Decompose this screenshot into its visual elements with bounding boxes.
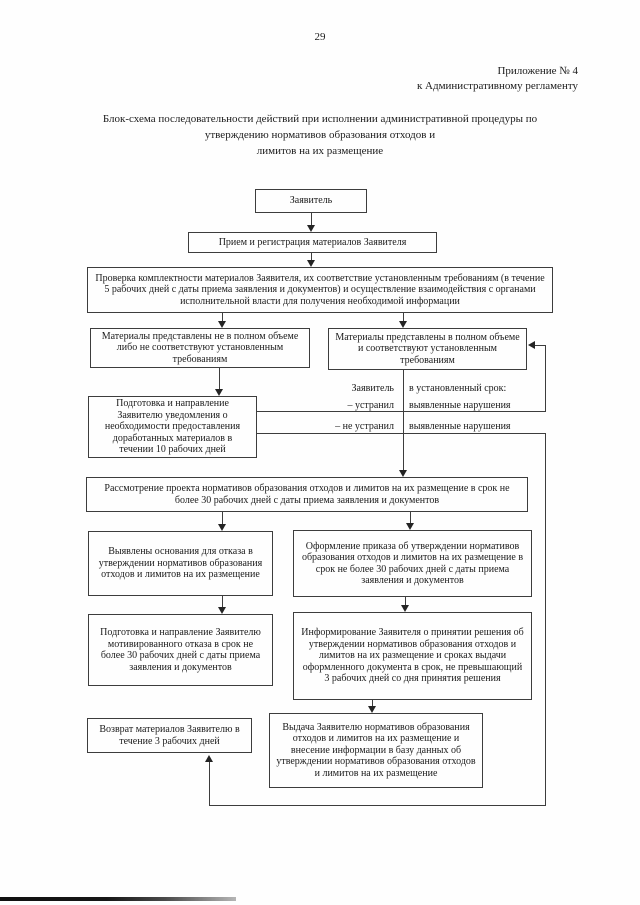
- connector-incomplete-notice: [219, 368, 220, 390]
- arrowhead-into-verification: [307, 260, 315, 267]
- flow-box-complete-materials: Материалы представлены в полном объеме и…: [328, 328, 527, 370]
- connector-complete-review: [403, 370, 404, 471]
- connector-fixed-up: [545, 345, 546, 412]
- flow-box-verification: Проверка комплектности материалов Заявит…: [87, 267, 553, 313]
- flow-box-refusal-grounds: Выявлены основания для отказа в утвержде…: [88, 531, 273, 596]
- arrowhead-into-incomplete: [218, 321, 226, 328]
- connector-applicant-reception: [311, 213, 312, 226]
- connector-notfixed-underline: [257, 433, 546, 434]
- annotation-not-fixed: – не устранил: [335, 421, 394, 432]
- flow-box-issuance: Выдача Заявителю нормативов образования …: [269, 713, 483, 788]
- flow-box-approval-order: Оформление приказа об утверждении нормат…: [293, 530, 532, 597]
- connector-notfixed-bottom: [209, 805, 546, 806]
- arrowhead-into-order: [406, 523, 414, 530]
- arrowhead-into-issuance: [368, 706, 376, 713]
- arrowhead-into-refusal-grounds: [218, 524, 226, 531]
- flow-box-applicant: Заявитель: [255, 189, 367, 213]
- arrowhead-into-reception: [307, 225, 315, 232]
- appendix-header: Приложение № 4 к Административному регла…: [417, 64, 578, 94]
- annotation-fixed: – устранил: [347, 400, 394, 411]
- flow-box-reception: Прием и регистрация материалов Заявителя: [188, 232, 437, 253]
- connector-reception-verification: [311, 253, 312, 261]
- appendix-line-2: к Административному регламенту: [416, 80, 578, 92]
- document-title: Блок-схема последовательности действий п…: [40, 111, 600, 159]
- appendix-line-1: Приложение № 4: [497, 65, 578, 77]
- arrowhead-into-complete: [399, 321, 407, 328]
- connector-order-informing: [405, 597, 406, 606]
- arrowhead-into-informing: [401, 605, 409, 612]
- arrowhead-into-notice: [215, 389, 223, 396]
- connector-notfixed-down-right: [545, 433, 546, 806]
- arrowhead-into-motivated-refusal: [218, 607, 226, 614]
- title-line-2: утверждению нормативов образования отход…: [204, 129, 436, 141]
- arrowhead-into-return: [205, 755, 213, 762]
- connector-review-order: [410, 512, 411, 524]
- connector-informing-issuance: [372, 700, 373, 707]
- title-line-3: лимитов на их размещение: [256, 145, 384, 157]
- arrowhead-into-complete-side: [528, 341, 535, 349]
- connector-verification-incomplete: [222, 313, 223, 322]
- flow-box-incomplete-materials: Материалы представлены не в полном объем…: [90, 328, 310, 368]
- page-number: 29: [314, 31, 326, 43]
- annotation-deadline: в установленный срок:: [409, 383, 507, 394]
- flow-box-motivated-refusal: Подготовка и направление Заявителю мотив…: [88, 614, 273, 686]
- annotation-fixed-object: выявленные нарушения: [409, 400, 511, 411]
- connector-fixed-underline: [257, 411, 546, 412]
- annotation-not-fixed-object: выявленные нарушения: [409, 421, 511, 432]
- connector-verification-complete: [403, 313, 404, 322]
- arrowhead-into-review: [399, 470, 407, 477]
- annotation-actor: Заявитель: [351, 383, 394, 394]
- flow-box-informing: Информирование Заявителя о принятии реше…: [293, 612, 532, 700]
- flow-box-notice-to-applicant: Подготовка и направление Заявителю уведо…: [88, 396, 257, 458]
- connector-refusal-motivated: [222, 596, 223, 608]
- connector-review-refusal: [222, 512, 223, 525]
- title-line-1: Блок-схема последовательности действий п…: [102, 113, 538, 125]
- scan-edge-artifact: [0, 897, 236, 901]
- flow-box-review: Рассмотрение проекта нормативов образова…: [86, 477, 528, 512]
- connector-fixed-into-box: [535, 345, 546, 346]
- connector-notfixed-up-left: [209, 762, 210, 806]
- flow-box-return-materials: Возврат материалов Заявителю в течение 3…: [87, 718, 252, 753]
